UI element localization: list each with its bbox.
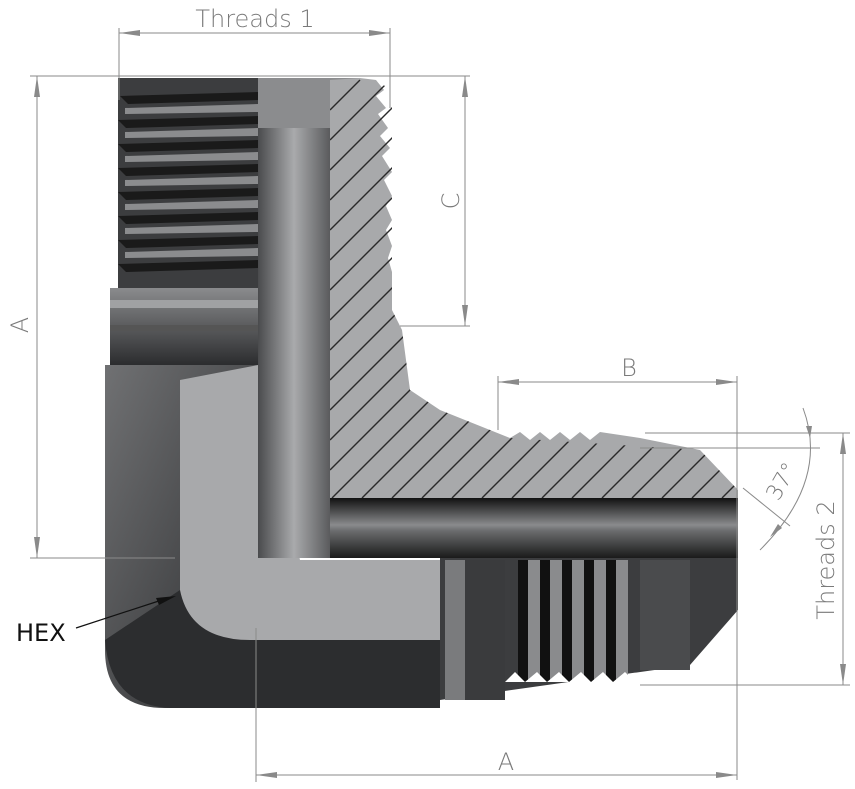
flare-thread-grooves xyxy=(518,560,628,682)
dim-c-label: C xyxy=(437,193,465,210)
dimension-c: C xyxy=(400,76,470,327)
dimension-b: B xyxy=(497,354,738,780)
dimension-threads-1: Threads 1 xyxy=(118,5,391,108)
angle-label: 37° xyxy=(762,459,803,505)
threads-1-label: Threads 1 xyxy=(195,5,314,33)
cross-section-hatch xyxy=(330,78,738,498)
dimension-threads-2: Threads 2 xyxy=(640,432,850,686)
dim-a-horizontal-label: A xyxy=(498,748,514,776)
hex-callout: HEX xyxy=(16,596,176,647)
hex-label: HEX xyxy=(16,619,66,647)
flare-end-section xyxy=(300,498,738,700)
dimension-a-vertical: A xyxy=(6,75,470,559)
vertical-bore xyxy=(258,78,330,558)
male-pipe-thread-section xyxy=(110,78,258,366)
dim-a-vertical-label: A xyxy=(6,317,34,333)
hex-body xyxy=(105,365,440,708)
threads-2-label: Threads 2 xyxy=(812,500,840,619)
dimension-a-horizontal: A xyxy=(255,628,737,782)
dimension-angle-37: 37° xyxy=(742,407,812,551)
dim-b-label: B xyxy=(621,354,637,382)
